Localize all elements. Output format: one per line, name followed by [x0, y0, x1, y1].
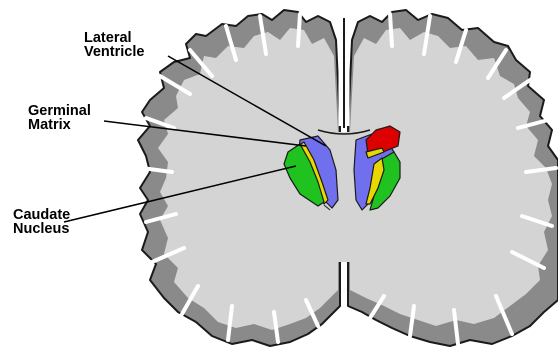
label-caudate-nucleus-line1: Caudate	[13, 208, 70, 222]
label-germinal-matrix: Germinal Matrix	[28, 104, 91, 132]
label-lateral-ventricle: Lateral Ventricle	[84, 31, 144, 59]
label-caudate-nucleus-line2: Nucleus	[13, 222, 70, 236]
label-germinal-matrix-line2: Matrix	[28, 118, 91, 132]
label-lateral-ventricle-line2: Ventricle	[84, 45, 144, 59]
label-caudate-nucleus: Caudate Nucleus	[13, 208, 70, 236]
label-lateral-ventricle-line1: Lateral	[84, 31, 144, 45]
label-germinal-matrix-line1: Germinal	[28, 104, 91, 118]
